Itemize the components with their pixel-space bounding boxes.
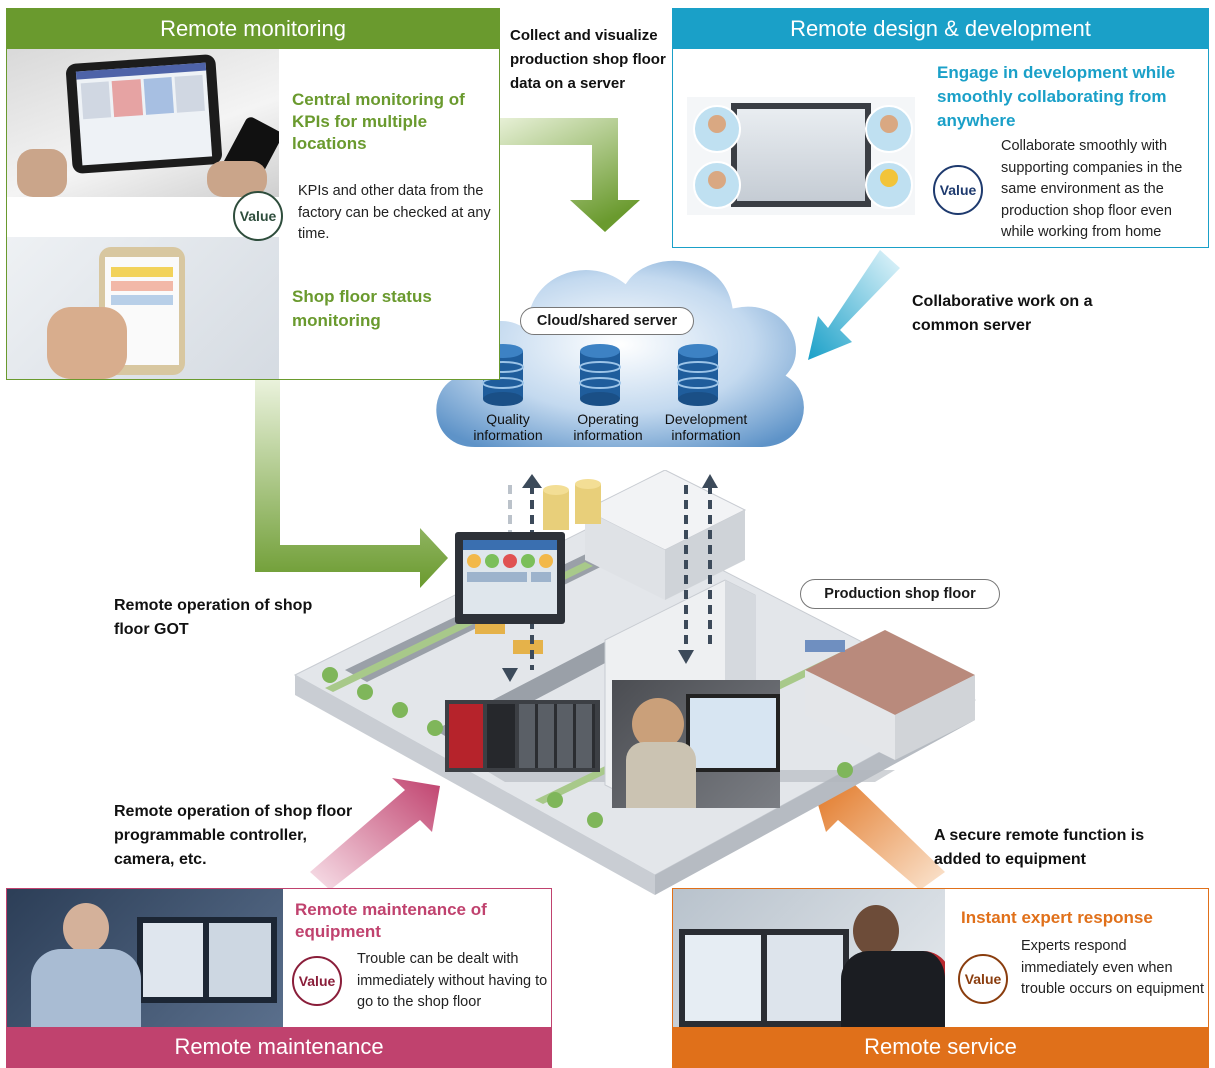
remote-monitoring-title: Remote monitoring bbox=[7, 9, 499, 49]
remote-maintenance-title: Remote maintenance bbox=[7, 1027, 551, 1067]
tablet-photo bbox=[7, 49, 279, 197]
design-heading: Engage in development while smoothly col… bbox=[937, 63, 1176, 130]
remote-design-title: Remote design & development bbox=[673, 9, 1208, 49]
monitoring-heading-shop: Shop floor status monitoring bbox=[292, 287, 432, 330]
remote-design-panel: Remote design & development Engage in de… bbox=[672, 8, 1209, 248]
remote-monitoring-panel: Remote monitoring bbox=[6, 8, 500, 380]
design-value-text: Collaborate smoothly with supporting com… bbox=[1001, 138, 1183, 240]
remote-maintenance-panel: Remote maintenance of equipment Value Tr… bbox=[6, 888, 552, 1068]
monitoring-value-text: KPIs and other data from the factory can… bbox=[298, 183, 491, 242]
maintenance-value-badge: Value bbox=[292, 956, 342, 1006]
maintenance-photo bbox=[7, 889, 283, 1027]
arrow-monitoring-to-cloud bbox=[500, 118, 640, 232]
got-device bbox=[455, 532, 565, 624]
maintenance-heading: Remote maintenance of equipment bbox=[295, 900, 487, 941]
plc-device bbox=[445, 700, 600, 772]
service-heading: Instant expert response bbox=[961, 908, 1153, 927]
collaboration-illustration bbox=[687, 97, 915, 215]
service-photo bbox=[673, 889, 945, 1027]
arrow-maintenance-to-plc bbox=[310, 778, 440, 890]
monitoring-heading-kpi: Central monitoring of KPIs for multiple … bbox=[292, 90, 465, 153]
label-secure: A secure remote function is added to equ… bbox=[934, 827, 1145, 868]
cloud-title: Cloud/shared server bbox=[520, 307, 694, 335]
remote-service-panel: Instant expert response Value Experts re… bbox=[672, 888, 1209, 1068]
db-label-development: Development information bbox=[664, 411, 748, 443]
remote-service-title: Remote service bbox=[673, 1027, 1208, 1067]
label-collaborative: Collaborative work on a common server bbox=[912, 293, 1093, 334]
arrow-service-to-equipment bbox=[812, 768, 945, 890]
operator-photo bbox=[612, 680, 780, 808]
service-value-text: Experts respond immediately even when tr… bbox=[1021, 938, 1204, 997]
database-icons bbox=[482, 344, 719, 406]
label-got: Remote operation of shop floor GOT bbox=[114, 597, 313, 638]
design-value-badge: Value bbox=[933, 165, 983, 215]
label-collect: Collect and visualize production shop fl… bbox=[510, 27, 666, 92]
arrow-monitoring-to-got bbox=[255, 380, 448, 588]
db-label-quality: Quality information bbox=[473, 411, 543, 443]
monitoring-value-badge: Value bbox=[233, 191, 283, 241]
label-plc: Remote operation of shop floor programma… bbox=[114, 803, 353, 868]
service-value-badge: Value bbox=[958, 954, 1008, 1004]
maintenance-value-text: Trouble can be dealt with immediately wi… bbox=[357, 951, 548, 1010]
phone-photo bbox=[7, 237, 279, 379]
shop-floor-label: Production shop floor bbox=[800, 579, 1000, 609]
db-label-operating: Operating information bbox=[573, 411, 643, 443]
arrow-design-to-cloud bbox=[808, 250, 900, 360]
